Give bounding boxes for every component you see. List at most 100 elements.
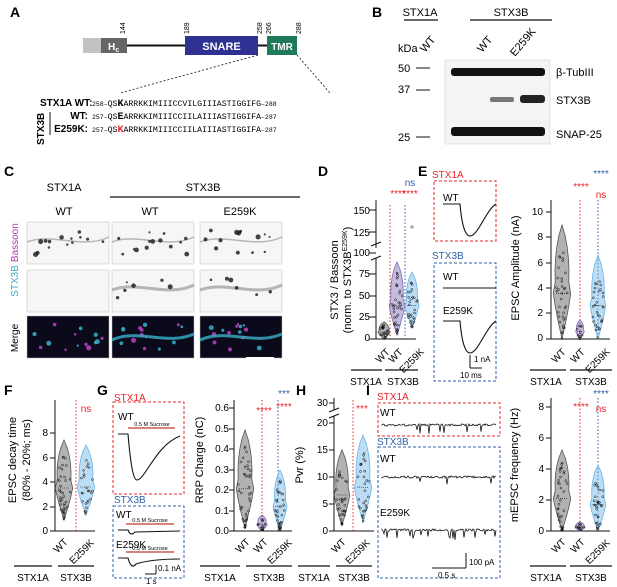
violin-d-stx3b-e259k [404,271,420,330]
residue-positions: 144 189 258 266 288 [120,22,303,34]
violin-d-stx1a [377,321,391,340]
row-label-merge: Merge [10,323,21,352]
violin-g-stx3b-wt [256,514,268,532]
panel-g-violins [235,428,288,533]
svg-text:50: 50 [359,291,371,302]
svg-text:10: 10 [317,472,329,483]
svg-text:WT: WT [52,537,71,556]
svg-text:****: **** [390,189,406,200]
violin-h-stx3b-e259k [353,433,373,524]
svg-text:100 pA: 100 pA [469,558,495,567]
seq-stx1a: 258–QSKARRKKIMIIICCVILGIIIASTIGGIFG–288 [92,99,277,110]
svg-text:37: 37 [398,84,410,96]
svg-text:WT: WT [116,510,132,521]
panel-d-violins [377,225,420,340]
svg-text:STX1A: STX1A [350,377,382,388]
svg-text:1 nA: 1 nA [474,355,491,364]
svg-text:189: 189 [184,22,191,34]
lane-label-2: WT [475,34,495,55]
band-label-stx3b: STX3B [556,95,591,107]
svg-text:0.1: 0.1 [215,506,229,517]
svg-text:WT: WT [141,206,158,218]
svg-text:ns: ns [596,404,607,415]
violin-d-stx3b-wt [388,260,406,337]
svg-text:WT: WT [380,454,396,465]
panel-g-traces: STX1A WT 0.5 M Sucrose STX3B WT 0.5 M Su… [112,393,185,586]
violin-g-stx1a [235,428,255,529]
svg-text:0.2: 0.2 [215,485,229,496]
svg-text:****: **** [573,182,589,193]
panel-d-ticks: 150 125 100 75 50 25 0 [353,206,370,344]
svg-text:WT: WT [443,193,459,204]
violin-i-stx3b-e259k [589,464,607,533]
svg-text:0.5: 0.5 [215,424,229,435]
svg-text:****: **** [256,406,272,417]
svg-text:0.6: 0.6 [215,403,229,414]
svg-text:WT: WT [330,537,349,556]
svg-text:EPSC decay time: EPSC decay time [7,417,19,503]
svg-text:0.0: 0.0 [215,526,229,537]
lane-label-1: WT [418,34,438,55]
svg-text:WT: WT [55,206,72,218]
svg-text:E259K: E259K [398,346,427,375]
svg-text:****: **** [593,169,609,180]
svg-text:0.1 nA: 0.1 nA [158,564,182,573]
svg-text:STX1A: STX1A [114,393,146,404]
svg-text:150: 150 [353,206,370,217]
panel-letter-i: I [366,382,370,398]
svg-text:STX1A: STX1A [432,170,464,181]
svg-text:10: 10 [532,207,544,218]
stx3b-trace-box [433,262,497,382]
band-label-tubulin: β-TubIII [556,67,594,79]
micrograph-merge-2 [199,315,283,359]
svg-text:0: 0 [322,526,328,537]
violin-i-stx3b-wt [574,521,586,532]
svg-text:E259K: E259K [223,206,257,218]
violin-f-stx3b-e259k [76,444,96,517]
svg-text:E259K: E259K [380,508,410,519]
band-snap25 [451,127,545,136]
svg-text:20: 20 [317,418,329,429]
seq-e259k: 257–QSKARRKKIMIIICCIILAIIIASTIGGIFA–287 [92,125,277,136]
svg-text:STX3B: STX3B [338,573,370,584]
svg-text:STX3B: STX3B [432,251,464,262]
svg-text:WT: WT [569,347,588,366]
micrograph-bassoon-2 [199,221,283,265]
svg-text:****: **** [573,402,589,413]
svg-text:STX3B: STX3B [60,573,92,584]
svg-text:STX3B: STX3B [253,573,285,584]
svg-text:6: 6 [42,453,48,464]
svg-text:***: *** [278,389,290,400]
svg-text:2: 2 [537,308,543,319]
svg-text:144: 144 [120,22,127,34]
svg-text:STX3 / Bassoon: STX3 / Bassoon [329,240,341,320]
svg-text:WT: WT [234,537,253,556]
seq-label-stx3b: STX3B [36,113,47,145]
svg-text:E259K: E259K [584,346,613,375]
svg-text:266: 266 [266,22,273,34]
panel-b-western-blot: STX1A STX3B WT WT E259K kDa 50 37 25 β-T… [398,7,602,145]
svg-text:WT: WT [118,412,134,423]
svg-text:STX3B: STX3B [575,377,607,388]
svg-text:STX1A: STX1A [530,573,562,584]
panel-d-xcats: WT WT E259K [374,346,427,375]
svg-text:ns: ns [81,404,92,415]
panel-letter-h: H [296,382,306,398]
svg-text:8: 8 [537,232,543,243]
svg-text:2: 2 [42,502,48,513]
band-label-snap25: SNAP-25 [556,129,602,141]
svg-text:8: 8 [538,402,544,413]
panel-letter-f: F [4,382,13,398]
panel-letter-a: A [10,4,20,20]
svg-text:E259K: E259K [344,537,373,566]
micrograph-stx-2 [199,269,283,313]
svg-text:100: 100 [353,248,370,259]
stx3b-e259k-mepsc-trace [381,527,497,540]
svg-text:75: 75 [359,269,371,280]
svg-text:0.5 s: 0.5 s [438,571,455,580]
svg-text:STX1A: STX1A [17,573,49,584]
svg-text:0: 0 [364,333,370,344]
svg-text:***: *** [356,404,368,415]
seq-wt: 257–QSEARRKKIMIIICCIILAIIIASTIGGIFA–287 [92,112,277,123]
